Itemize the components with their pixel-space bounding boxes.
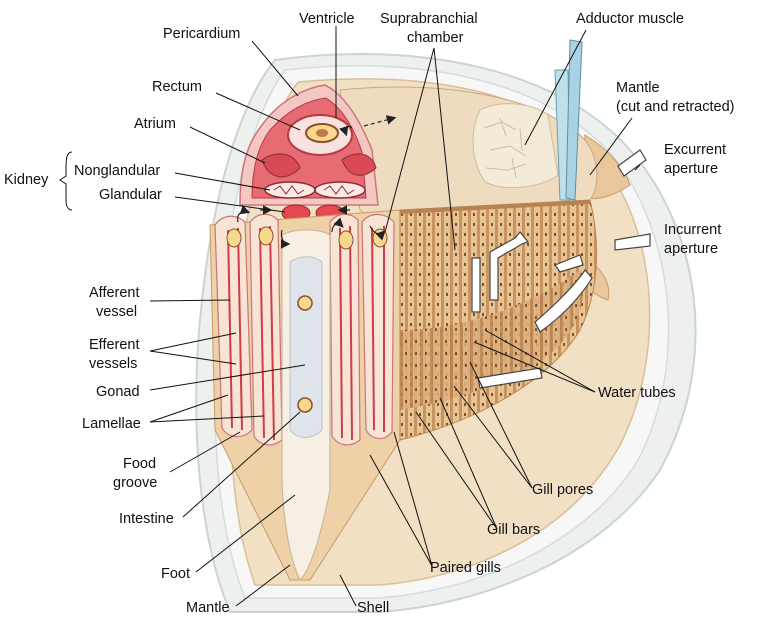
label-gill-pores: Gill pores — [532, 482, 593, 498]
label-intestine: Intestine — [119, 511, 174, 527]
label-suprabranchial-line2: chamber — [407, 30, 464, 46]
label-atrium: Atrium — [134, 116, 176, 132]
labels: Pericardium Ventricle Suprabranchial cha… — [4, 11, 734, 616]
label-mantle-cut-line2: (cut and retracted) — [616, 99, 734, 115]
label-food-groove-line1: Food — [123, 456, 156, 472]
label-excurrent-line1: Excurrent — [664, 142, 726, 158]
label-paired-gills: Paired gills — [430, 560, 501, 576]
adductor-muscle — [472, 39, 583, 201]
label-rectum: Rectum — [152, 79, 202, 95]
label-suprabranchial-line1: Suprabranchial — [380, 11, 478, 27]
label-food-groove-line2: groove — [113, 475, 157, 491]
label-pericardium: Pericardium — [163, 26, 240, 42]
label-water-tubes: Water tubes — [598, 385, 676, 401]
label-shell: Shell — [357, 600, 389, 616]
pericardium-illustration — [239, 84, 379, 206]
leader-lines — [59, 26, 641, 607]
label-glandular: Glandular — [99, 187, 162, 203]
label-foot: Foot — [161, 566, 190, 582]
label-incurrent-line2: aperture — [664, 241, 718, 257]
label-nonglandular: Nonglandular — [74, 163, 160, 179]
label-mantle: Mantle — [186, 600, 230, 616]
label-efferent-line1: Efferent — [89, 337, 140, 353]
label-lamellae: Lamellae — [82, 416, 141, 432]
gill-side-view — [399, 199, 598, 441]
label-gonad: Gonad — [96, 384, 140, 400]
label-efferent-line2: vessels — [89, 356, 137, 372]
label-gill-bars: Gill bars — [487, 522, 540, 538]
label-afferent-line1: Afferent — [89, 285, 140, 301]
label-adductor-muscle: Adductor muscle — [576, 11, 684, 27]
blood-flow-arrows — [237, 115, 397, 249]
label-ventricle: Ventricle — [299, 11, 355, 27]
label-mantle-cut-line1: Mantle — [616, 80, 660, 96]
label-excurrent-line2: aperture — [664, 161, 718, 177]
label-incurrent-line1: Incurrent — [664, 222, 721, 238]
label-afferent-line2: vessel — [96, 304, 137, 320]
label-kidney: Kidney — [4, 172, 49, 188]
body-cross-section — [209, 209, 401, 582]
water-flow-arrows — [471, 149, 651, 389]
